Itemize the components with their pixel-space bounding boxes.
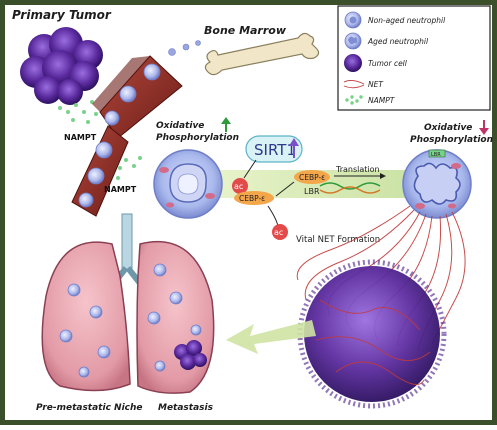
label-cebpe-left: CEBP-ε bbox=[239, 194, 265, 203]
large-non-aged-neutrophil bbox=[153, 149, 223, 219]
primary-tumor-cluster bbox=[20, 27, 103, 105]
neutrophils-in-lung bbox=[59, 263, 202, 378]
ac-circle-bottom bbox=[272, 224, 288, 240]
lungs bbox=[41, 213, 215, 394]
cebpe-left-ellipse bbox=[234, 191, 274, 205]
nampt-dots-tumor bbox=[58, 100, 98, 124]
ac-circle-left bbox=[232, 178, 248, 194]
legend-label-tumor-cell: Tumor cell bbox=[368, 59, 408, 68]
label-oxphos-left-2: Phosphorylation bbox=[156, 133, 239, 143]
cebpe-right-ellipse bbox=[294, 170, 330, 184]
label-primary-tumor: Primary Tumor bbox=[12, 8, 112, 22]
label-sirt1: SIRT1 bbox=[254, 141, 296, 159]
label-bone-marrow: Bone Marrow bbox=[204, 24, 287, 37]
net-fiber-icon bbox=[343, 79, 365, 89]
label-oxphos-left-1: Oxidative bbox=[156, 121, 204, 131]
legend-label-aged: Aged neutrophil bbox=[367, 37, 429, 46]
legend-label-nampt: NAMPT bbox=[368, 96, 396, 105]
aged-neutrophil-icon bbox=[344, 32, 362, 50]
translation-arrowhead bbox=[380, 173, 386, 179]
label-oxphos-right-1: Oxidative bbox=[424, 123, 472, 133]
tumor-to-lung-arrow bbox=[226, 320, 316, 354]
sirt1-box bbox=[245, 135, 303, 163]
to-cebpe-right-arrow bbox=[275, 181, 295, 197]
label-translation: Translation bbox=[335, 165, 380, 174]
label-nampt-top: NAMPT bbox=[64, 133, 97, 142]
label-metastasis: Metastasis bbox=[158, 403, 214, 413]
tumor-cell-icon bbox=[344, 54, 362, 72]
dna-strand-b bbox=[319, 186, 381, 194]
label-oxphos-right-2: Phosphorylation bbox=[410, 135, 493, 145]
bone-marrow bbox=[204, 32, 320, 76]
dna-strand-a bbox=[319, 182, 381, 190]
legend-label-net: NET bbox=[368, 80, 384, 89]
nampt-dots-vessel bbox=[116, 156, 142, 180]
legend bbox=[337, 5, 491, 111]
label-vital-net: Vital NET Formation bbox=[296, 235, 380, 245]
label-nampt-mid: NAMPT bbox=[104, 185, 137, 194]
oxphos-up-arrow-icon bbox=[221, 117, 231, 132]
sirt1-to-ac-arrow bbox=[243, 159, 257, 179]
label-cebpe-right: CEBP-ε bbox=[299, 173, 325, 182]
oxphos-down-arrow-icon bbox=[479, 120, 489, 135]
net-fibers-on-tumor bbox=[315, 299, 431, 385]
label-lbr-mini: LBR bbox=[431, 152, 441, 158]
label-lbr: LBR bbox=[304, 187, 320, 196]
nampt-dot-icon bbox=[345, 95, 363, 105]
label-pre-metastatic: Pre-metastatic Niche bbox=[36, 403, 143, 413]
sirt1-up-arrow-icon bbox=[289, 138, 299, 158]
metastasis-cluster bbox=[174, 340, 207, 370]
large-aged-neutrophil bbox=[402, 149, 472, 219]
legend-label-non-aged: Non-aged neutrophil bbox=[368, 16, 446, 25]
legend-box bbox=[337, 5, 491, 111]
neutrophils-from-marrow bbox=[168, 40, 201, 56]
neutrophils-in-vessels bbox=[78, 63, 161, 208]
label-ac-bottom: ac bbox=[274, 228, 283, 237]
non-aged-neutrophil-icon bbox=[344, 11, 362, 29]
label-ac-left: ac bbox=[234, 182, 243, 191]
